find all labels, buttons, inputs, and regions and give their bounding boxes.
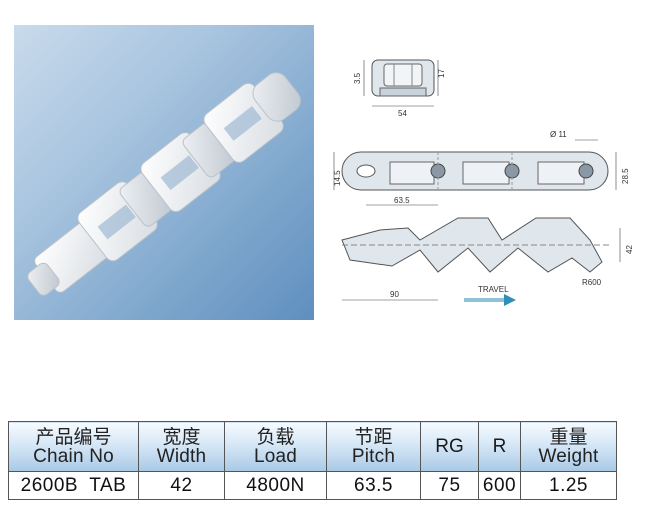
header-chain-no: 产品编号 Chain No [8, 421, 139, 472]
side-view: Ø 11 14.5 28.5 63.5 [333, 130, 630, 206]
cell-rg: 75 [420, 471, 479, 500]
cell-width: 42 [138, 471, 225, 500]
profile-view: 42 90 TRAVEL R600 [341, 217, 634, 306]
travel-arrow-icon [464, 294, 516, 306]
header-weight: 重量 Weight [520, 421, 617, 472]
radius-label: R600 [582, 278, 602, 287]
top-view: 3.5 17 54 [353, 59, 446, 118]
cell-chain-no: 2600B TAB [8, 471, 139, 500]
header-rg: RG [420, 421, 479, 472]
travel-label: TRAVEL [478, 285, 509, 294]
dim-length-text: 90 [390, 290, 399, 299]
dim-height-right-text: 28.5 [621, 168, 630, 184]
cell-weight: 1.25 [520, 471, 617, 500]
header-r: R [478, 421, 521, 472]
header-width: 宽度 Width [138, 421, 225, 472]
header-load: 负载 Load [224, 421, 327, 472]
cell-load: 4800N [224, 471, 327, 500]
dim-width-text: 54 [398, 109, 407, 118]
dim-profile-height-text: 42 [625, 245, 634, 254]
cell-r: 600 [478, 471, 521, 500]
dim-height-text: 3.5 [353, 72, 362, 84]
spec-table: 产品编号 Chain No 宽度 Width 负载 Load 节距 Pitch … [8, 421, 617, 500]
plastic-chain-icon [27, 72, 301, 296]
dim-pitch-text: 63.5 [394, 196, 410, 205]
dim-right-text: 17 [437, 69, 446, 78]
technical-drawing: 3.5 17 54 Ø 11 14.5 28.5 63.5 42 90 TRAV… [333, 59, 634, 306]
cell-pitch: 63.5 [326, 471, 421, 500]
dim-hole-text: Ø 11 [550, 130, 567, 139]
product-photo [14, 25, 314, 320]
header-pitch: 节距 Pitch [326, 421, 421, 472]
table-header-row: 产品编号 Chain No 宽度 Width 负载 Load 节距 Pitch … [8, 421, 617, 472]
dim-height-left-text: 14.5 [333, 170, 342, 186]
table-row: 2600B TAB 42 4800N 63.5 75 600 1.25 [8, 471, 617, 500]
